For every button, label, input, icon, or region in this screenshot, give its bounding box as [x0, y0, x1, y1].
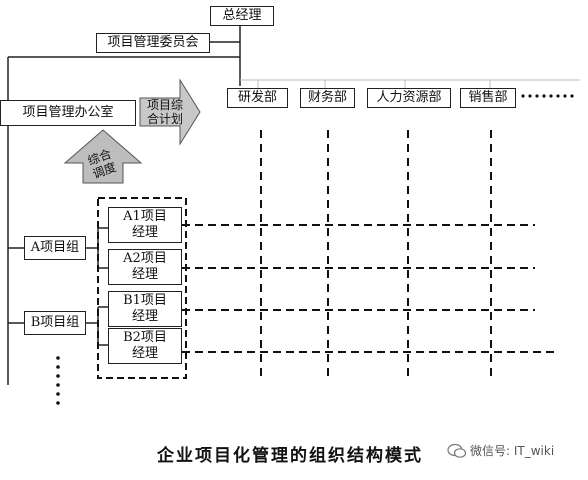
plan-arrow-label: 项目综 合计划: [145, 98, 185, 126]
wechat-icon: [447, 443, 467, 458]
project-managers-dashed-box: [97, 197, 187, 379]
watermark-text: 微信号: IT_wiki: [470, 444, 555, 458]
dept-label: 财务部: [307, 90, 347, 105]
manager-line-2: 经理: [131, 309, 158, 324]
dept-label: 人力资源部: [376, 90, 442, 105]
manager-a1-box: A1项目经理: [108, 207, 182, 243]
dept-label: 销售部: [468, 90, 508, 105]
department-dashed-lines: [260, 130, 492, 378]
dept-finance-box: 财务部: [300, 88, 355, 108]
manager-b2-box: B2项目经理: [108, 328, 182, 364]
plan-line-1: 项目综: [146, 98, 183, 112]
manager-line-1: B2项目: [123, 330, 167, 345]
more-departments-dots: [521, 94, 574, 98]
more-groups-dots: [56, 356, 60, 405]
group-label: A项目组: [30, 240, 80, 255]
general-manager-box: 总经理: [210, 6, 274, 26]
plan-arrow-icon: [139, 78, 201, 146]
dept-rd-box: 研发部: [227, 88, 288, 108]
manager-line-2: 经理: [131, 346, 158, 361]
dept-hr-box: 人力资源部: [367, 88, 451, 108]
pmo-box: 项目管理办公室: [0, 100, 136, 126]
pmo-label: 项目管理办公室: [22, 105, 114, 120]
manager-line-2: 经理: [131, 267, 158, 282]
general-manager-label: 总经理: [222, 8, 262, 23]
group-label: B项目组: [30, 315, 80, 330]
group-a-box: A项目组: [24, 236, 86, 260]
dept-label: 研发部: [237, 90, 277, 105]
plan-line-2: 合计划: [146, 112, 183, 126]
manager-line-1: A1项目: [123, 209, 167, 224]
manager-line-2: 经理: [131, 225, 158, 240]
manager-a2-box: A2项目经理: [108, 249, 182, 285]
group-b-box: B项目组: [24, 311, 86, 335]
watermark: 微信号: IT_wiki: [447, 442, 554, 459]
coord-arrow-icon: [63, 129, 143, 184]
figure-caption: 企业项目化管理的组织结构模式: [157, 446, 423, 466]
committee-box: 项目管理委员会: [96, 33, 210, 53]
manager-line-1: B1项目: [123, 293, 167, 308]
dept-sales-box: 销售部: [460, 88, 516, 108]
manager-b1-box: B1项目经理: [108, 291, 182, 327]
manager-line-1: A2项目: [123, 251, 167, 266]
manager-dashed-lines: [182, 224, 558, 353]
committee-label: 项目管理委员会: [107, 35, 199, 50]
